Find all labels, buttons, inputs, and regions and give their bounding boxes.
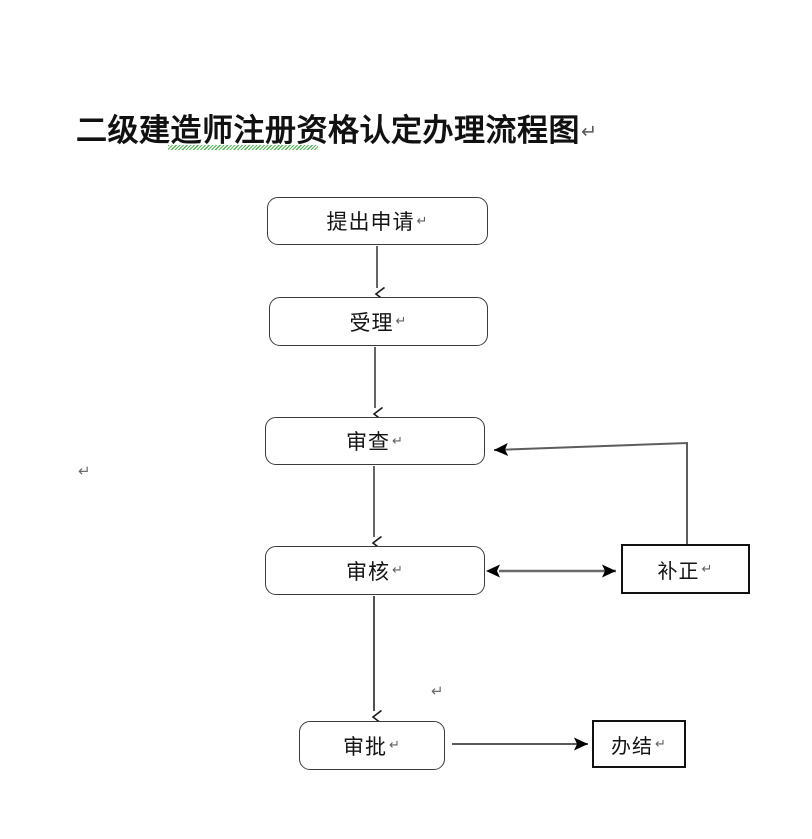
page-title-pilcrow: ↵ (581, 119, 598, 143)
flow-node-pilcrow: ↵ (655, 736, 667, 752)
flow-node-label: 审查 (346, 430, 391, 454)
flow-node-completion[interactable]: 办结↵ (592, 720, 686, 768)
flow-node-pilcrow: ↵ (701, 561, 714, 577)
flow-node-pilcrow: ↵ (392, 563, 404, 578)
flow-node-label: 受理 (349, 310, 394, 335)
page-title: 二级建造师注册资格认定办理流程图↵ (76, 112, 598, 151)
flow-node-label: 提出申请 (326, 210, 415, 234)
flow-node-submit-application[interactable]: 提出申请↵ (267, 197, 488, 245)
flow-node-pilcrow: ↵ (395, 314, 408, 329)
flow-node-label: 补正 (657, 558, 700, 583)
flow-node-label: 办结 (611, 733, 654, 758)
stray-paragraph-mark-left: ↵ (78, 462, 91, 480)
edge-correct-to-examine-feedback (493, 441, 688, 544)
flow-node-pilcrow: ↵ (416, 213, 429, 229)
flow-node-approval[interactable]: 审批↵ (299, 721, 445, 770)
flow-node-pilcrow: ↵ (392, 433, 404, 449)
flow-node-correction[interactable]: 补正↵ (621, 544, 750, 594)
flow-node-label: 审批 (343, 734, 388, 759)
flow-node-verification[interactable]: 审核↵ (265, 546, 485, 595)
flow-node-examination[interactable]: 审查↵ (265, 417, 485, 465)
flow-node-pilcrow: ↵ (389, 738, 401, 753)
spellcheck-squiggle-underline (168, 145, 318, 150)
flow-node-label: 审核 (346, 559, 391, 584)
stray-paragraph-mark-middle: ↵ (431, 682, 444, 700)
flow-node-acceptance[interactable]: 受理↵ (269, 297, 488, 346)
page-title-text: 二级建造师注册资格认定办理流程图 (76, 113, 580, 149)
